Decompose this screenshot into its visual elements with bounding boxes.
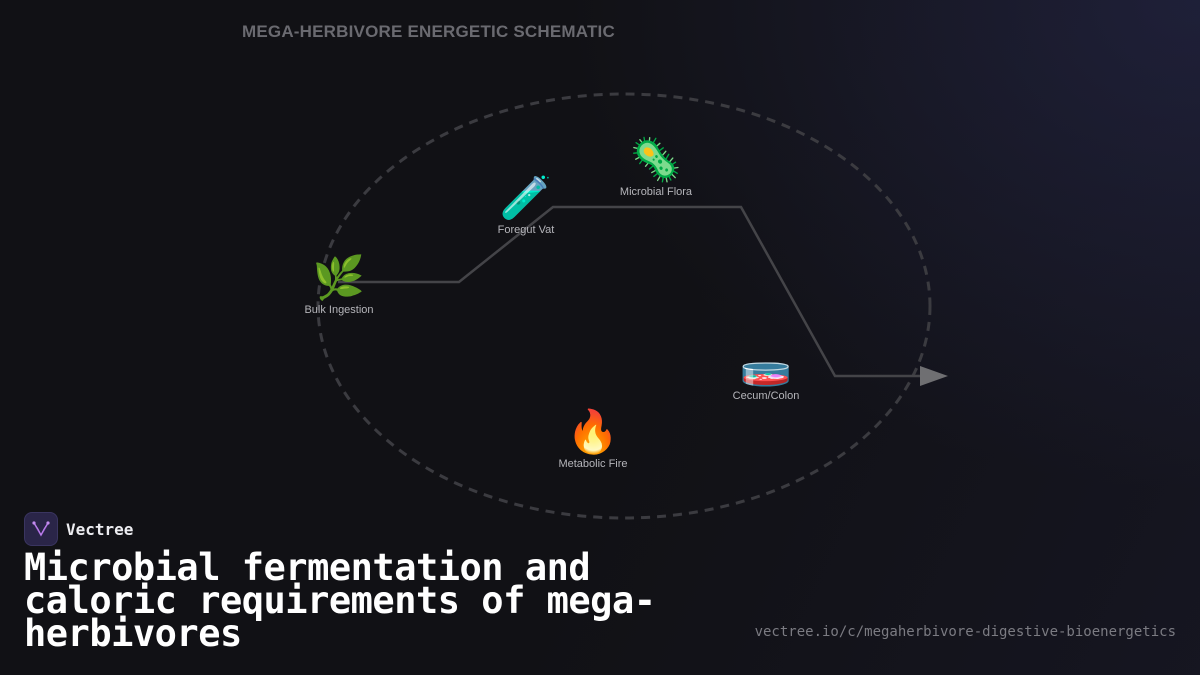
arrowhead xyxy=(920,366,948,386)
energy-flow-path xyxy=(338,205,922,378)
node-label: Foregut Vat xyxy=(497,224,555,236)
node-foregut-vat: 🧪 Foregut Vat xyxy=(456,174,596,236)
node-microbial-flora: 🦠 Microbial Flora xyxy=(586,136,726,198)
page-headline: Microbial fermentation and caloric requi… xyxy=(24,546,656,655)
node-bulk-ingestion: 🌿 Bulk Ingestion xyxy=(269,254,409,316)
brand: Vectree xyxy=(24,512,133,546)
fire-icon: 🔥 xyxy=(566,408,620,455)
node-label: Microbial Flora xyxy=(619,186,693,198)
brand-name: Vectree xyxy=(66,519,134,539)
node-cecum-colon: 🧫 Cecum/Colon xyxy=(696,340,836,402)
node-label: Bulk Ingestion xyxy=(304,304,374,316)
node-label: Metabolic Fire xyxy=(558,458,628,470)
microbe-icon: 🦠 xyxy=(629,136,683,183)
test-tube-icon: 🧪 xyxy=(499,174,553,221)
node-metabolic-fire: 🔥 Metabolic Fire xyxy=(523,408,663,470)
diagram-title: MEGA-HERBIVORE ENERGETIC SCHEMATIC xyxy=(242,22,615,41)
petri-dish-icon: 🧫 xyxy=(739,340,793,387)
herb-icon: 🌿 xyxy=(312,254,366,301)
node-label: Cecum/Colon xyxy=(732,390,800,402)
vectree-logo-icon xyxy=(24,512,58,546)
cycle-dashed-loop xyxy=(316,92,932,520)
source-url: vectree.io/c/megaherbivore-digestive-bio… xyxy=(754,624,1176,640)
